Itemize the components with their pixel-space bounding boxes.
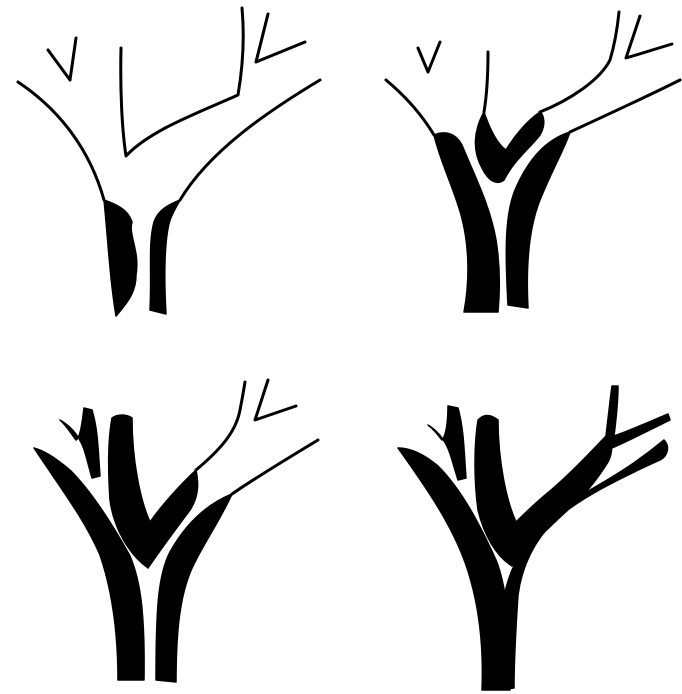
- small-v-twig: [418, 42, 440, 72]
- left-trunk-dark-patch: [104, 200, 137, 316]
- panel-stage-2: [386, 12, 680, 312]
- right-outer-outline: [232, 440, 318, 494]
- right-trunk-dark-patch: [150, 200, 180, 314]
- right-upper-twig-band: [606, 386, 670, 448]
- central-branch-outline: [484, 52, 488, 112]
- small-v-twig: [48, 38, 76, 80]
- panel-stage-1: [18, 8, 320, 316]
- right-outer-outline: [180, 80, 320, 200]
- panel-stage-3: [34, 380, 318, 682]
- panel-stage-4: [398, 386, 670, 690]
- right-branch-outline: [196, 382, 245, 470]
- right-small-v-twig: [256, 14, 305, 62]
- right-small-v-twig: [626, 16, 672, 58]
- central-branch-outline: [121, 8, 243, 156]
- right-small-v-twig: [255, 380, 296, 420]
- right-branch-outline: [540, 12, 619, 112]
- left-outer-outline: [18, 82, 104, 200]
- left-outer-outline: [386, 80, 434, 135]
